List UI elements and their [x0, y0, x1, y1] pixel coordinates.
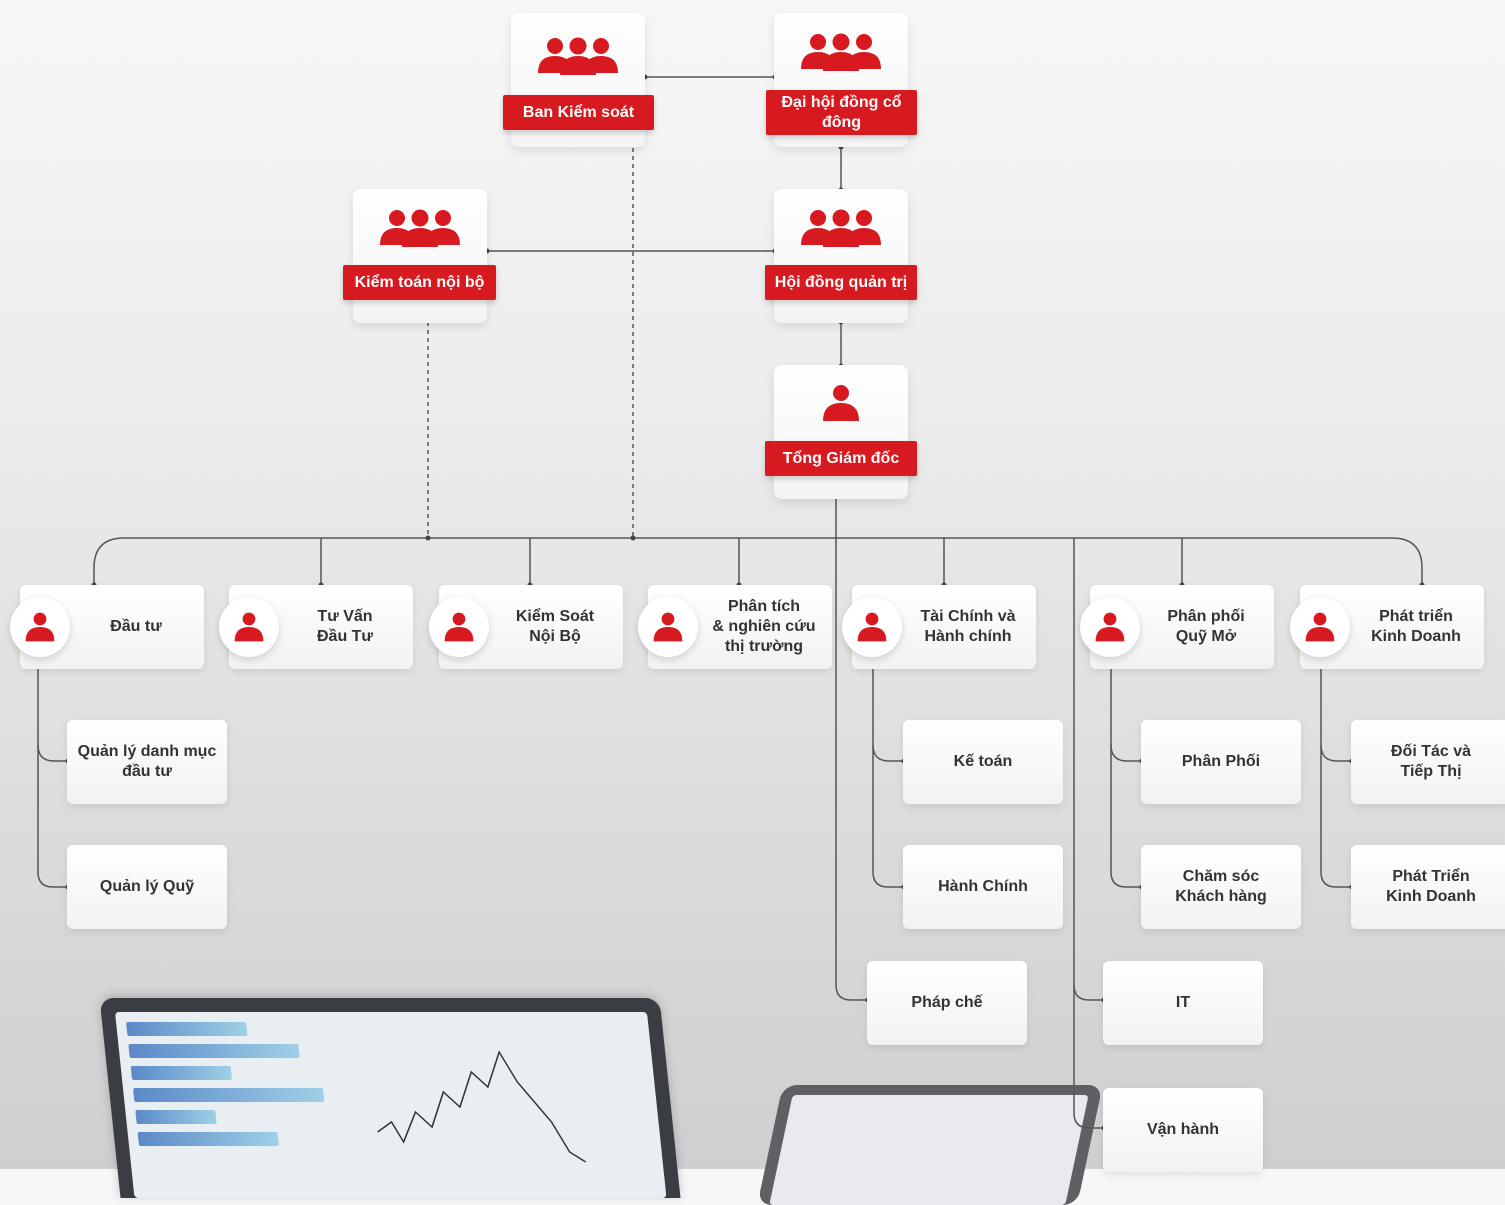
- department-internal-control[interactable]: Kiểm Soát Nội Bộ: [429, 585, 623, 669]
- group-icon: [801, 31, 881, 73]
- board-of-directors-node[interactable]: [774, 189, 908, 323]
- subunit-it[interactable]: IT: [1103, 961, 1263, 1045]
- person-icon: [1080, 597, 1140, 657]
- group-icon: [380, 207, 460, 249]
- department-business-development[interactable]: Phát triển Kinh Doanh: [1290, 585, 1484, 669]
- person-icon: [10, 597, 70, 657]
- tablet-illustration: [757, 1085, 1103, 1205]
- department-finance-admin[interactable]: Tài Chính và Hành chính: [842, 585, 1036, 669]
- department-open-fund-distribution[interactable]: Phân phối Quỹ Mở: [1080, 585, 1274, 669]
- person-icon: [1290, 597, 1350, 657]
- board-of-directors-label: Hội đồng quản trị: [765, 265, 917, 300]
- stock-line-illustration: [377, 1050, 587, 1163]
- internal-audit-label: Kiểm toán nội bộ: [343, 265, 496, 300]
- department-label: Tài Chính và Hành chính: [920, 608, 1016, 645]
- internal-audit-node[interactable]: [353, 189, 487, 323]
- department-label: Tư Vấn Đầu Tư: [316, 608, 374, 645]
- department-label: Kiểm Soát Nội Bộ: [515, 608, 595, 645]
- laptop-screen: [114, 1012, 667, 1198]
- department-market-research[interactable]: Phân tích & nghiên cứu thị trường: [638, 585, 832, 669]
- subunit-legal[interactable]: Pháp chế: [867, 961, 1027, 1045]
- subunit-administration[interactable]: Hành Chính: [903, 845, 1063, 929]
- subunit-business-growth[interactable]: Phát Triển Kinh Doanh: [1351, 845, 1505, 929]
- department-label: Phân phối Quỹ Mở: [1167, 608, 1245, 645]
- supervisory-board-label: Ban Kiểm soát: [503, 95, 654, 130]
- group-icon: [538, 35, 618, 77]
- subunit-fund-management[interactable]: Quản lý Quỹ: [67, 845, 227, 929]
- department-investment-advisory[interactable]: Tư Vấn Đầu Tư: [219, 585, 413, 669]
- subunit-distribution[interactable]: Phân Phối: [1141, 720, 1301, 804]
- shareholders-label: Đại hội đồng cổ đông: [766, 90, 917, 135]
- person-icon: [842, 597, 902, 657]
- group-icon: [801, 207, 881, 249]
- laptop-illustration: [99, 998, 681, 1198]
- person-icon: [638, 597, 698, 657]
- department-label: Đầu tư: [110, 618, 162, 635]
- subunit-partners-marketing[interactable]: Đối Tác và Tiếp Thị: [1351, 720, 1505, 804]
- person-icon: [219, 597, 279, 657]
- person-icon: [821, 383, 861, 423]
- subunit-operations[interactable]: Vận hành: [1103, 1088, 1263, 1172]
- dashboard-bars: [126, 1022, 340, 1154]
- department-label: Phát triển Kinh Doanh: [1371, 608, 1461, 645]
- person-icon: [429, 597, 489, 657]
- department-label: Phân tích & nghiên cứu thị trường: [712, 598, 816, 655]
- department-investment[interactable]: Đầu tư: [10, 585, 204, 669]
- ceo-node[interactable]: [774, 365, 908, 499]
- ceo-label: Tổng Giám đốc: [765, 441, 917, 476]
- subunit-accounting[interactable]: Kế toán: [903, 720, 1063, 804]
- tablet-screen: [769, 1095, 1089, 1205]
- subunit-customer-care[interactable]: Chăm sóc Khách hàng: [1141, 845, 1301, 929]
- subunit-portfolio-management[interactable]: Quản lý danh mục đầu tư: [67, 720, 227, 804]
